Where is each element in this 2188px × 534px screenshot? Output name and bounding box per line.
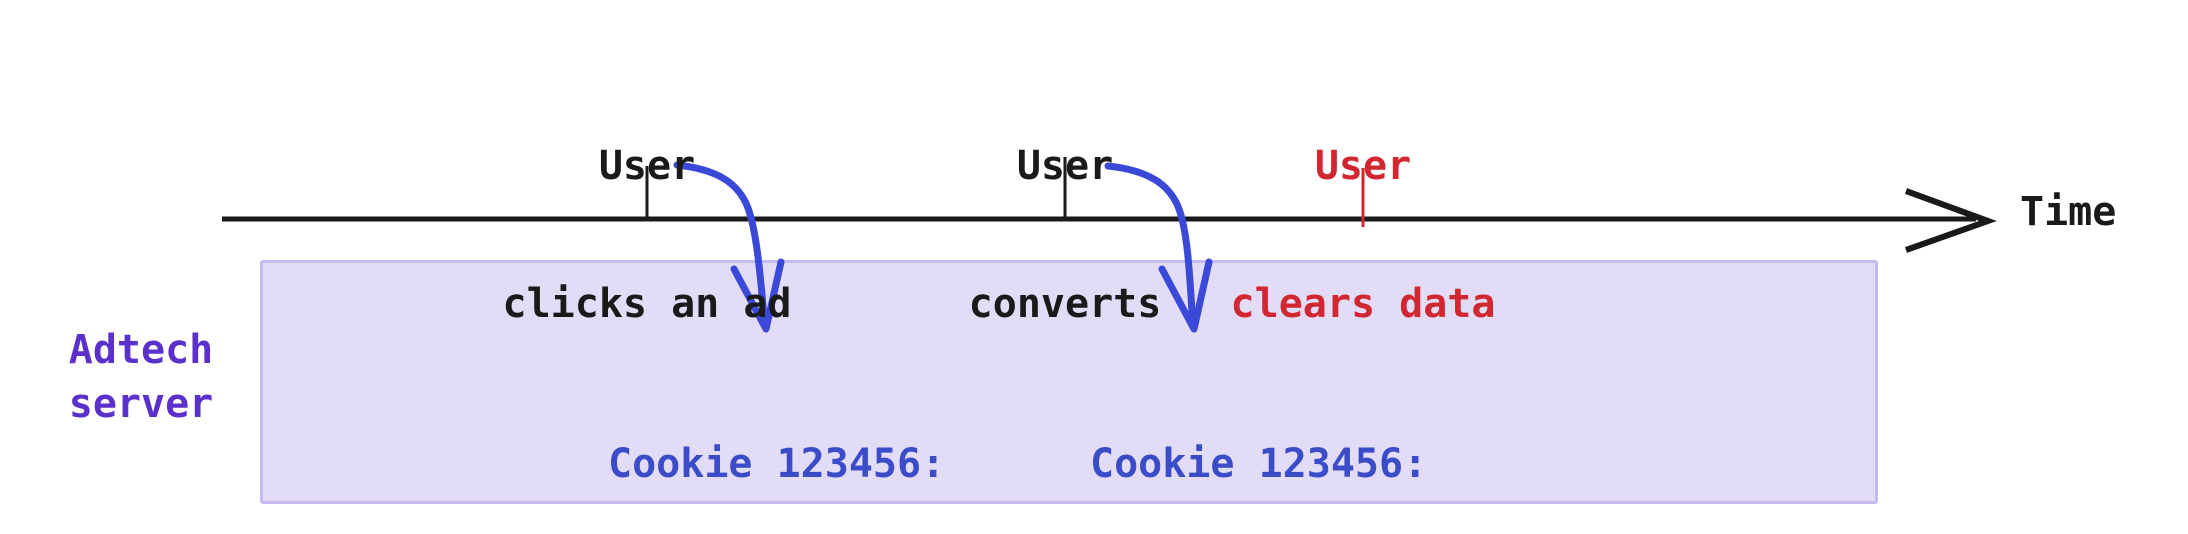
- event-label-clear-data-line1: User: [1314, 143, 1412, 189]
- arrow-ad-click-curve: [673, 161, 769, 330]
- adtech-server-box: [260, 260, 1878, 504]
- cookie-log-converted-line1: Cookie 123456:: [1090, 441, 1428, 487]
- adtech-server-label: Adtech server: [41, 323, 241, 431]
- cookie-log-ad-clicked: Cookie 123456: Ad clicked: [608, 339, 945, 534]
- event-label-ad-click: User clicks an ad: [447, 51, 847, 419]
- event-label-conversion-line2: converts: [968, 281, 1162, 327]
- adtech-server-label-line2: server: [68, 381, 214, 427]
- event-label-ad-click-line2: clicks an ad: [502, 281, 792, 327]
- arrow-ad-click-to-server: [673, 161, 785, 333]
- arrow-ad-click-arrowhead-icon: [730, 258, 785, 333]
- arrow-conversion-to-server: [1104, 162, 1213, 333]
- event-label-conversion: User converts: [865, 51, 1265, 419]
- cookie-log-converted: Cookie 123456: Converted: [1090, 339, 1427, 534]
- time-axis-label: Time: [2020, 189, 2117, 235]
- event-label-clear-data-line2: clears data: [1230, 281, 1496, 327]
- time-axis-arrowhead-icon: [1904, 188, 1997, 253]
- cookie-log-ad-clicked-line1: Cookie 123456:: [608, 441, 946, 487]
- event-label-ad-click-line1: User: [598, 143, 696, 189]
- arrow-conversion-curve: [1104, 162, 1197, 330]
- event-label-conversion-line1: User: [1016, 143, 1114, 189]
- adtech-server-label-line1: Adtech: [68, 327, 214, 373]
- event-label-clear-data: User clears data: [1163, 51, 1563, 419]
- arrow-conversion-arrowhead-icon: [1158, 258, 1213, 333]
